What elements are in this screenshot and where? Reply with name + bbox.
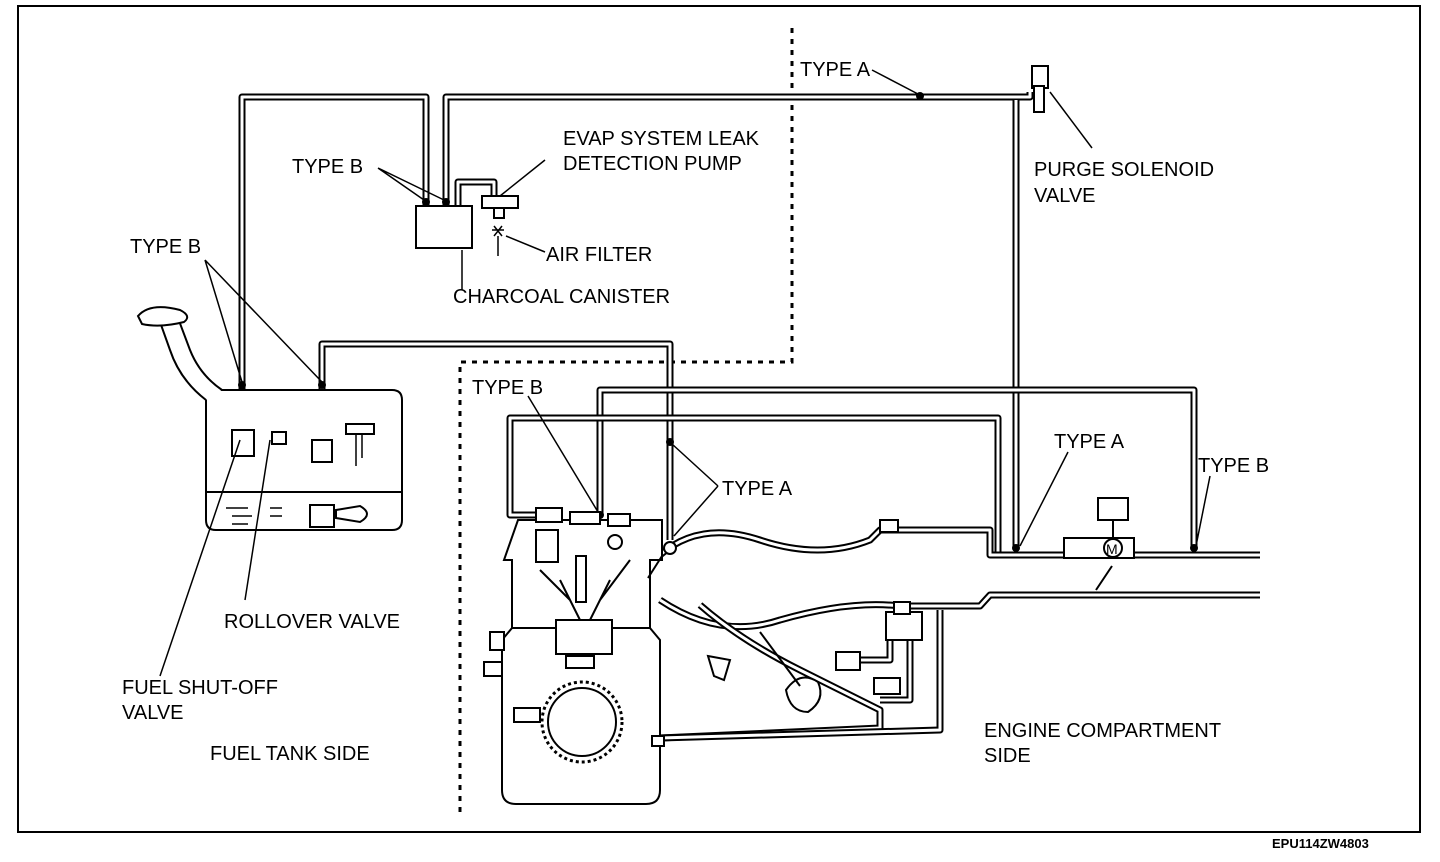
- charcoal-canister: [415, 205, 473, 249]
- purge-solenoid-valve: [1031, 65, 1049, 113]
- label-rollover-valve: ROLLOVER VALVE: [224, 611, 400, 633]
- rollover-valve: [271, 431, 287, 445]
- label-purge-solenoid-line1: PURGE SOLENOID: [1034, 159, 1214, 181]
- label-type-a-engine: TYPE A: [722, 478, 793, 500]
- label-fuel-shutoff-line2: VALVE: [122, 702, 184, 724]
- motor-symbol: M: [1106, 541, 1118, 557]
- label-type-b-tank: TYPE B: [130, 236, 201, 258]
- label-purge-solenoid-line2: VALVE: [1034, 185, 1096, 207]
- vacuum-valve-b: [873, 677, 901, 695]
- label-evap-pump-line1: EVAP SYSTEM LEAK: [563, 128, 760, 150]
- label-evap-pump-line2: DETECTION PUMP: [563, 153, 742, 175]
- label-type-b-right: TYPE B: [1198, 455, 1269, 477]
- leak-pump-motor-unit: M: [1063, 497, 1135, 591]
- diagram-frame: [17, 5, 1421, 833]
- label-air-filter: AIR FILTER: [546, 244, 652, 266]
- intake-solenoid-assembly: [885, 601, 923, 641]
- vacuum-valve-a: [835, 651, 861, 671]
- fuel-pump: [309, 504, 368, 528]
- leak-detection-pump: [481, 195, 519, 219]
- leader-lines: [159, 69, 1211, 677]
- figure-code: EPU114ZW4803: [1272, 836, 1369, 851]
- vacuum-actuator: [706, 631, 822, 714]
- label-type-b-canister: TYPE B: [292, 156, 363, 178]
- intake-small-box: [879, 519, 899, 533]
- vapor-hoses: [238, 92, 1260, 742]
- label-engine-side-line2: SIDE: [984, 745, 1031, 767]
- label-engine-side-line1: ENGINE COMPARTMENT: [984, 720, 1221, 742]
- engine-block: [483, 507, 677, 805]
- label-charcoal-canister: CHARCOAL CANISTER: [453, 286, 670, 308]
- label-type-a-right: TYPE A: [1054, 431, 1125, 453]
- tank-vent-valve: [311, 439, 333, 463]
- label-type-b-engine: TYPE B: [472, 377, 543, 399]
- side-separator-dashed-line: [458, 28, 794, 818]
- label-type-a-top: TYPE A: [800, 59, 871, 81]
- label-fuel-tank-side: FUEL TANK SIDE: [210, 743, 370, 765]
- air-filter: [492, 225, 504, 256]
- label-fuel-shutoff-line1: FUEL SHUT-OFF: [122, 677, 278, 699]
- fuel-gauge-sender: [345, 423, 375, 466]
